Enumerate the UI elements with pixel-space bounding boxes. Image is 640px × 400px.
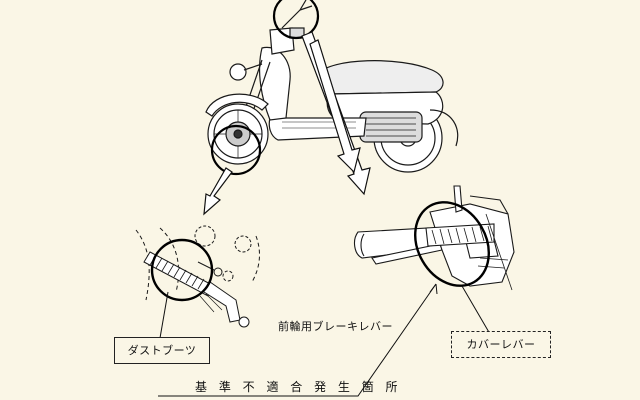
cover-lever-leader [461, 285, 491, 335]
arrow-to-dust-boot-detail [203, 167, 233, 216]
dust-boot-highlight-circle [150, 238, 214, 302]
nonconformity-location-label: 基 準 不 適 合 発 生 箇 所 [195, 380, 402, 394]
dust-boot-detail [135, 225, 260, 328]
dust-boot-label: ダストブーツ [114, 337, 210, 364]
brake-lever-detail [353, 185, 515, 291]
lever-highlight-circle-top [272, 0, 320, 40]
seat [317, 60, 444, 95]
callout-arrows [203, 31, 371, 216]
cover-lever-label: カバーレバー [451, 331, 551, 358]
nonconformity-leader [158, 283, 438, 397]
scooter-illustration [205, 0, 459, 173]
steering-column [269, 27, 295, 55]
boot-highlight-circle-front [210, 124, 262, 176]
dust-boot-leader [159, 291, 169, 339]
leg-shield [259, 46, 291, 121]
front-brake-lever-label: 前輪用ブレーキレバー [278, 320, 393, 333]
floorboard [268, 117, 367, 141]
rear-fender [429, 109, 459, 147]
headlamp [229, 63, 247, 81]
front-fender [205, 93, 269, 117]
cover-lever-highlight-circle [414, 201, 490, 287]
arrow-down-through-body [309, 39, 361, 174]
engine [359, 111, 423, 143]
